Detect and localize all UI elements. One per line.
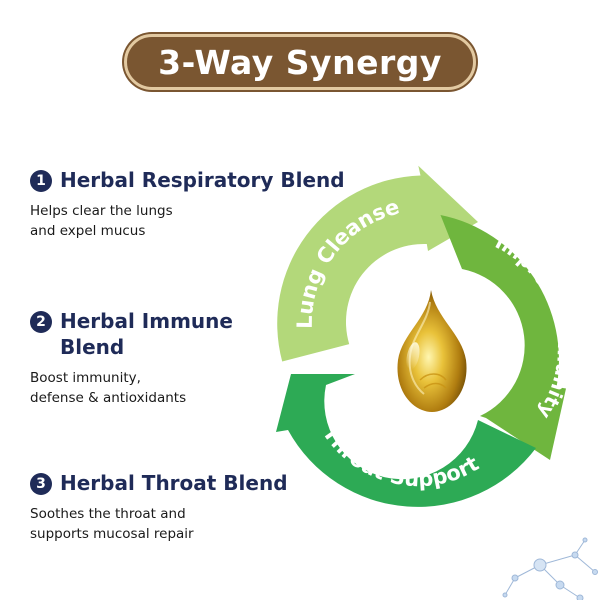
throat-support-arrow (276, 374, 536, 507)
number-badge-2: 2 (30, 311, 52, 333)
item-desc-2-line1: Boost immunity, (30, 370, 141, 386)
oil-drop-icon (397, 290, 467, 412)
number-badge-3: 3 (30, 473, 52, 495)
item-title-2: Herbal Immune Blend (60, 308, 233, 360)
benefit-item-1: 1 Herbal Respiratory Blend Helps clear t… (30, 167, 360, 241)
item-desc-1-line1: Helps clear the lungs (30, 203, 173, 219)
title-banner: 3-Way Synergy (124, 34, 476, 90)
item-desc-3-line1: Soothes the throat and (30, 506, 186, 522)
lung-cleanse-arrow (277, 165, 478, 362)
item-title-2-line1: Herbal Immune (60, 309, 233, 333)
item-desc-1-line2: and expel mucus (30, 223, 146, 239)
improve-immunity-arrow (440, 215, 566, 460)
item-desc-2-line2: defense & antioxidants (30, 390, 187, 406)
item-title-3: Herbal Throat Blend (60, 471, 288, 495)
item-desc-1: Helps clear the lungs and expel mucus (30, 201, 360, 241)
item-title-2-line2: Blend (60, 335, 125, 359)
item-desc-3: Soothes the throat and supports mucosal … (30, 504, 320, 544)
number-badge-1: 1 (30, 170, 52, 192)
item-title-1: Herbal Respiratory Blend (60, 168, 345, 192)
benefit-item-2: 2 Herbal Immune Blend Boost immunity, de… (30, 308, 260, 408)
item-desc-3-line2: supports mucosal repair (30, 526, 194, 542)
benefit-item-3: 3 Herbal Throat Blend Soothes the throat… (30, 470, 320, 544)
molecule-network-icon (502, 537, 598, 600)
item-desc-2: Boost immunity, defense & antioxidants (30, 368, 260, 408)
page-title: 3-Way Synergy (158, 42, 442, 82)
